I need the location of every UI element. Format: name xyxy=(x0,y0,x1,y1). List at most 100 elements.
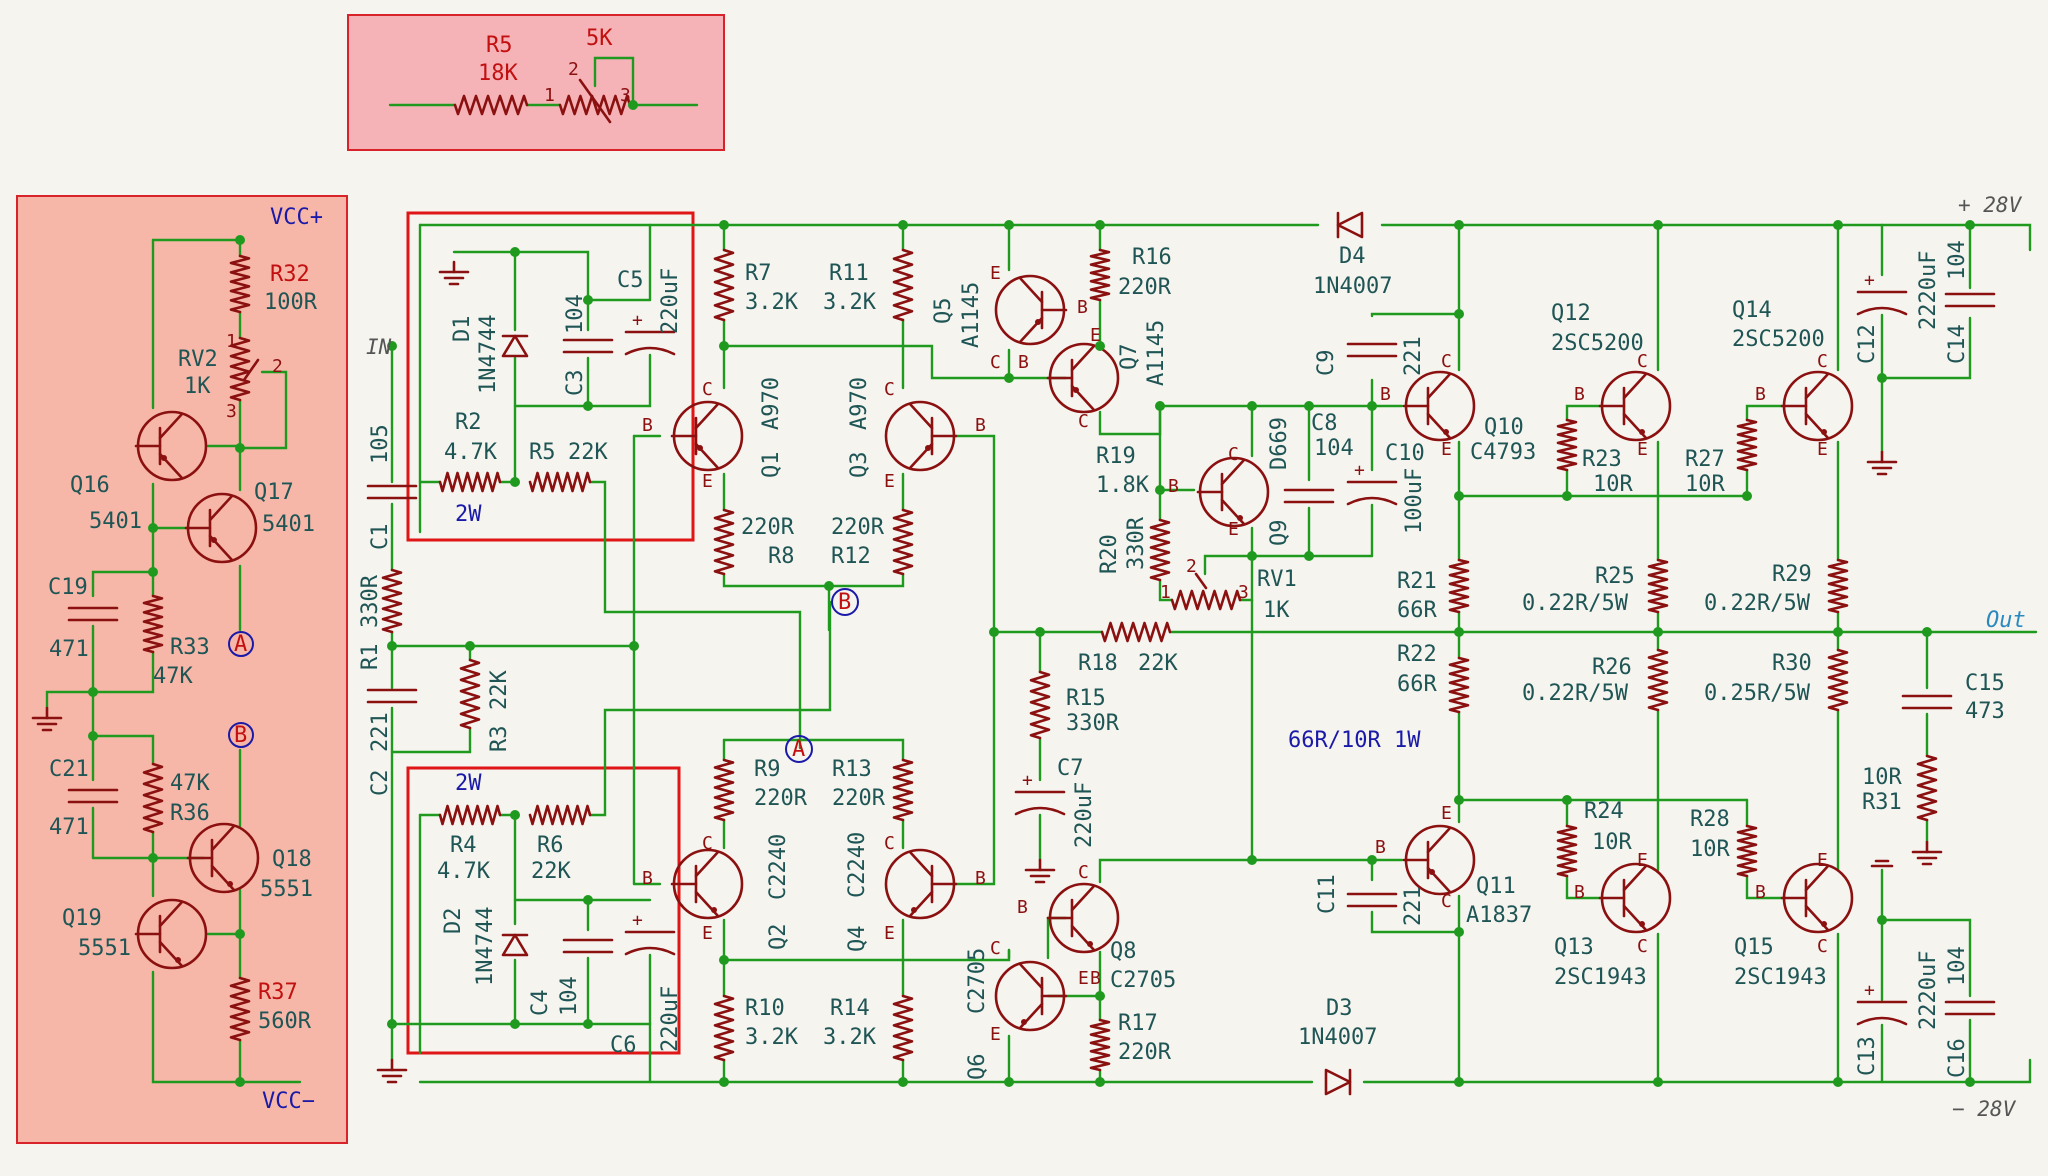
junction-dot xyxy=(1035,627,1045,637)
r4 xyxy=(438,804,502,826)
q8-arrow xyxy=(1087,941,1093,947)
junction-dot xyxy=(1155,401,1165,411)
junction-dot xyxy=(510,1019,520,1029)
label-c19: C19 xyxy=(48,575,88,600)
r28 xyxy=(1736,824,1758,878)
wire xyxy=(390,726,472,754)
label-r32-val: 100R xyxy=(264,290,318,315)
label-r27: R27 xyxy=(1685,447,1725,472)
label-r6: R6 xyxy=(537,833,564,858)
junction-dot xyxy=(1004,1077,1014,1087)
junction-dot xyxy=(1304,401,1314,411)
components: ++++++ xyxy=(31,78,1996,1096)
label-q14: Q14 xyxy=(1732,298,1772,323)
q12-col xyxy=(1622,372,1648,400)
node-a-main-marker xyxy=(785,735,813,763)
label-r29-val: 0.22R/5W xyxy=(1704,591,1811,616)
r7 xyxy=(713,248,735,322)
wire xyxy=(1565,874,1602,900)
label-q3-val: A970 xyxy=(847,377,872,430)
label-r8-val: 220R xyxy=(741,515,795,540)
label-r24: R24 xyxy=(1584,799,1624,824)
label-c14-val: 104 xyxy=(1945,240,1970,280)
junction-dot xyxy=(387,641,397,651)
pin-q2-b: B xyxy=(642,868,653,889)
bias-panel xyxy=(16,195,348,1144)
pin-q9-c: C xyxy=(1228,444,1239,465)
d2 xyxy=(501,933,529,957)
junction-dot xyxy=(629,641,639,651)
junction-dot xyxy=(1653,220,1663,230)
junction-dot xyxy=(88,731,98,741)
junction-dot xyxy=(824,581,834,591)
label-r28-val: 10R xyxy=(1690,837,1730,862)
pin-q5-b: B xyxy=(1018,352,1029,373)
label-q17: Q17 xyxy=(254,480,294,505)
pin-q10-b: B xyxy=(1380,384,1391,405)
q11-col xyxy=(1426,826,1452,854)
label-c5: C5 xyxy=(617,268,644,293)
node-b-main-marker xyxy=(831,588,859,616)
label-rail-pos: + 28V xyxy=(1958,193,2023,217)
label-c6-val: 220uF xyxy=(658,986,683,1052)
label-c12: C12 xyxy=(1855,324,1880,364)
junction-dot xyxy=(1095,341,1105,351)
junction-dot xyxy=(1833,627,1843,637)
q17-col xyxy=(208,494,234,522)
c10-plus: + xyxy=(1354,460,1365,481)
q9-col xyxy=(1220,458,1246,486)
junction-dot xyxy=(510,810,520,820)
junction-dot xyxy=(88,687,98,697)
label-q16-val: 5401 xyxy=(89,509,142,534)
wire xyxy=(390,630,636,648)
wire xyxy=(588,480,802,750)
r23 xyxy=(1556,418,1578,472)
label-rv2-val: 1K xyxy=(184,374,211,399)
pin-q13-c: C xyxy=(1637,936,1648,957)
lower-regulator-box xyxy=(406,766,681,1055)
wire xyxy=(1250,526,1374,558)
label-r37: R37 xyxy=(258,980,298,1005)
component-labels: 105 C1 R1 330R 221 C2 R3 22K D1 1N4744 C… xyxy=(358,240,2005,1080)
junction-dot xyxy=(1155,485,1165,495)
label-q9: Q9 xyxy=(1267,520,1292,547)
label-r9-val: 220R xyxy=(754,786,808,811)
label-r12-val: 220R xyxy=(831,515,885,540)
r8 xyxy=(713,508,735,576)
label-q10: Q10 xyxy=(1484,415,1524,440)
label-c2: C2 xyxy=(368,770,393,797)
node-a-marker xyxy=(228,631,254,657)
pin-q11-e: E xyxy=(1441,803,1452,824)
label-rv1-val: 1K xyxy=(1263,598,1290,623)
r26 xyxy=(1647,648,1669,712)
pin-inset-2: 2 xyxy=(568,59,579,80)
label-r26-val: 0.22R/5W xyxy=(1522,681,1629,706)
junction-dot xyxy=(235,443,245,453)
inset-panel xyxy=(347,14,725,151)
label-r9: R9 xyxy=(754,757,781,782)
label-r27-val: 10R xyxy=(1685,472,1725,497)
inset-pot-arrow xyxy=(578,78,612,124)
junction-dot xyxy=(719,1077,729,1087)
pin-q3-b: B xyxy=(975,415,986,436)
label-r4: R4 xyxy=(450,833,477,858)
wire xyxy=(1370,312,1461,318)
wire xyxy=(722,738,905,762)
label-r25: R25 xyxy=(1595,564,1635,589)
junction-dot xyxy=(1247,551,1257,561)
label-rv2: RV2 xyxy=(178,347,218,372)
label-inset-r-ref: R5 xyxy=(486,33,513,58)
c12-curve xyxy=(1856,306,1908,316)
label-r23: R23 xyxy=(1582,447,1622,472)
label-r16-val: 220R xyxy=(1118,275,1172,300)
label-q17-val: 5401 xyxy=(262,512,315,537)
junction-dot xyxy=(583,1019,593,1029)
wire xyxy=(1880,316,1972,380)
inset-pot xyxy=(558,94,632,116)
junction-dot xyxy=(1247,855,1257,865)
d4 xyxy=(1336,211,1364,239)
r17 xyxy=(1089,1018,1111,1072)
label-d1-val: 1N4744 xyxy=(476,315,501,394)
label-r17-val: 220R xyxy=(1118,1040,1172,1065)
